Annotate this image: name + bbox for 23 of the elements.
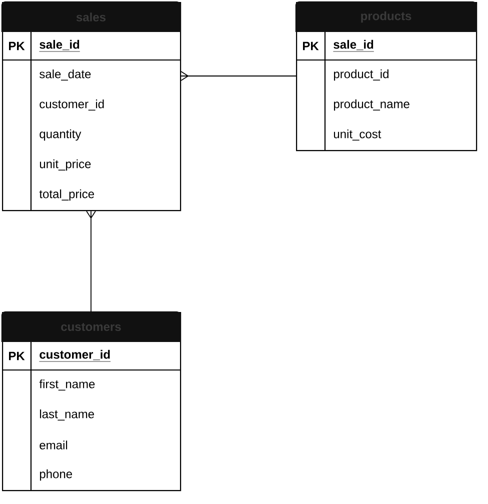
field-name: unit_price — [40, 159, 91, 171]
entity-table — [1, 311, 182, 492]
field-name: email — [40, 440, 68, 450]
relationship-line — [180, 71, 296, 81]
field-name: phone — [40, 469, 72, 481]
field-name: product_name — [334, 99, 410, 111]
field-name: unit_cost — [334, 129, 382, 141]
field-name: first_name — [39, 379, 95, 391]
entity-table — [1, 1, 182, 212]
field-name: customer_id — [40, 99, 104, 111]
primary-key-field: customer_id — [39, 350, 111, 362]
field-name: total_price — [39, 189, 94, 201]
relationship-line — [86, 210, 96, 312]
key-label: PK — [303, 42, 319, 50]
key-label: PK — [9, 42, 25, 50]
field-name: product_id — [334, 69, 388, 81]
primary-key-field: sale_id — [333, 40, 374, 52]
field-name: quantity — [40, 129, 82, 141]
key-label: PK — [9, 352, 25, 360]
primary-key-field: sale_id — [39, 40, 80, 52]
entity-table — [295, 1, 478, 152]
field-name: last_name — [40, 409, 94, 421]
field-name: sale_date — [40, 69, 91, 81]
